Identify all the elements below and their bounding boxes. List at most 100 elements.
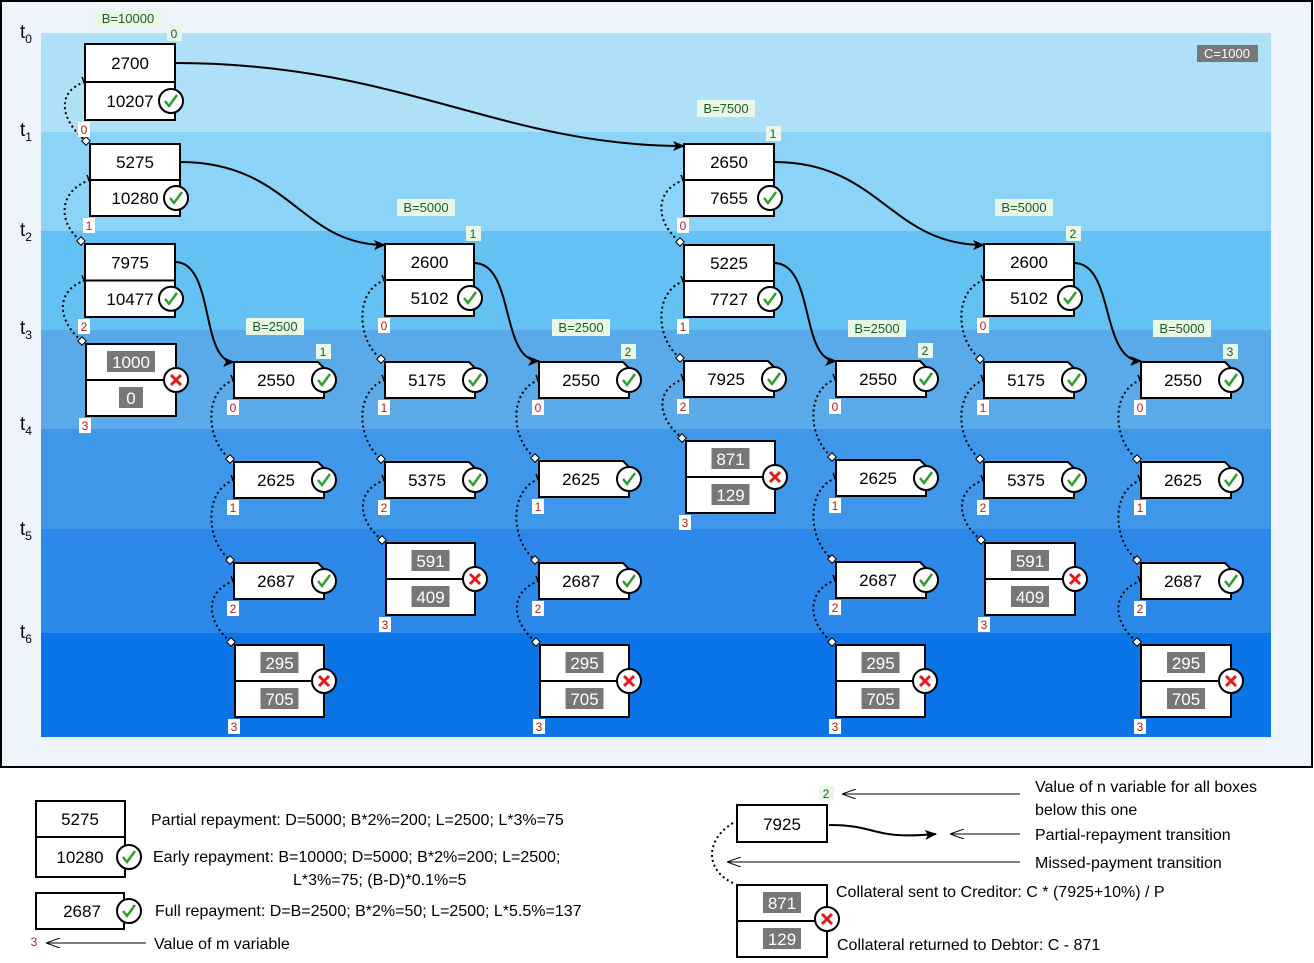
legend-m-text: Value of m variable	[154, 936, 290, 953]
box-value: 10477	[106, 290, 153, 309]
n-label: 2	[918, 343, 933, 358]
svg-text:5275: 5275	[61, 810, 99, 829]
time-label-t4: t4	[20, 414, 32, 438]
box-value: 2687	[257, 572, 295, 591]
state-box: 2550	[538, 361, 642, 399]
legend-dotted-link	[711, 822, 734, 884]
svg-text:0: 0	[230, 401, 237, 415]
m-label: 0	[78, 122, 90, 137]
cross-icon	[616, 668, 642, 694]
check-icon	[116, 844, 142, 870]
m-label: 2	[677, 399, 689, 414]
svg-text:0: 0	[832, 400, 839, 414]
state-box: 10000	[85, 343, 189, 417]
box-value: 2550	[1164, 371, 1202, 390]
m-label: 2	[977, 500, 989, 515]
box-value: 295	[1172, 654, 1200, 673]
missed-payment-link	[660, 174, 689, 247]
check-icon	[311, 467, 337, 493]
svg-text:B=2500: B=2500	[252, 319, 297, 334]
state-box: 2687	[835, 561, 939, 599]
m-label: 1	[532, 499, 544, 514]
svg-text:1: 1	[320, 345, 327, 359]
check-icon	[761, 366, 787, 392]
cross-icon	[814, 906, 840, 932]
m-label: 1	[378, 400, 390, 415]
svg-text:B=10000: B=10000	[102, 11, 154, 26]
state-box: 295 705	[1140, 644, 1244, 718]
m-label: 3	[228, 719, 240, 734]
band-t1	[41, 132, 1271, 231]
state-box: 5175	[384, 361, 488, 399]
n-label: 1	[466, 226, 481, 241]
svg-text:1: 1	[980, 401, 987, 415]
svg-text:2: 2	[1137, 602, 1144, 616]
missed-payment-link	[1117, 374, 1146, 464]
legend-n-example: 2	[819, 786, 1020, 801]
band-t0	[41, 33, 1271, 132]
legend-box-full: 2687	[35, 892, 142, 930]
svg-text:0: 0	[1137, 401, 1144, 415]
legend-collateral-creditor: Collateral sent to Creditor: C * (7925+1…	[836, 884, 1165, 901]
check-icon	[1218, 467, 1244, 493]
box-value: 2700	[111, 54, 149, 73]
balance-label: B=5000	[1153, 320, 1211, 337]
n-label: 3	[1223, 344, 1238, 359]
transition-arrow	[174, 261, 235, 367]
state-box: 2650 7655	[683, 143, 783, 217]
m-label: 2	[78, 319, 90, 334]
box-value: 705	[1172, 690, 1200, 709]
check-icon	[311, 367, 337, 393]
m-label: 2	[1134, 601, 1146, 616]
svg-text:2: 2	[1070, 227, 1077, 241]
band-t2	[41, 231, 1271, 330]
missed-payment-link	[210, 374, 239, 464]
svg-text:1: 1	[381, 401, 388, 415]
svg-text:2: 2	[625, 345, 632, 359]
svg-text:3: 3	[682, 516, 689, 530]
legend-box-transition: 7925	[736, 804, 937, 843]
box-value: 5175	[408, 371, 446, 390]
check-icon	[462, 367, 488, 393]
svg-text:3: 3	[231, 720, 238, 734]
svg-text:B=5000: B=5000	[1001, 200, 1046, 215]
check-icon	[616, 568, 642, 594]
box-value: 2650	[710, 153, 748, 172]
svg-text:B=2500: B=2500	[854, 321, 899, 336]
m-label: 3	[829, 719, 841, 734]
time-label-t0: t0	[20, 22, 32, 46]
n-label: 1	[316, 344, 331, 359]
state-box: 2625	[835, 459, 939, 497]
m-label: 0	[977, 318, 989, 333]
legend-early-text-2: L*3%=75; (B-D)*0.1%=5	[293, 872, 467, 889]
n-label: 0	[167, 26, 182, 41]
m-label: 3	[978, 617, 990, 632]
box-value: 5275	[116, 153, 154, 172]
check-icon	[757, 286, 783, 312]
svg-text:3: 3	[1137, 720, 1144, 734]
svg-text:1: 1	[832, 499, 839, 513]
svg-text:1: 1	[470, 227, 477, 241]
svg-text:B=7500: B=7500	[703, 101, 748, 116]
cross-icon	[462, 566, 488, 592]
state-box: 2625	[538, 460, 642, 498]
svg-text:2: 2	[922, 344, 929, 358]
m-label: 0	[677, 218, 689, 233]
n-label: 1	[766, 126, 781, 141]
svg-text:0: 0	[81, 123, 88, 137]
check-icon	[1061, 367, 1087, 393]
state-boxes: 2700102075275102807975104771000025502625…	[84, 43, 1244, 718]
check-icon	[311, 568, 337, 594]
svg-text:B=2500: B=2500	[558, 320, 603, 335]
box-value: 295	[866, 654, 894, 673]
m-label: 3	[79, 418, 91, 433]
box-value: 7655	[710, 189, 748, 208]
m-label: 1	[1134, 500, 1146, 515]
